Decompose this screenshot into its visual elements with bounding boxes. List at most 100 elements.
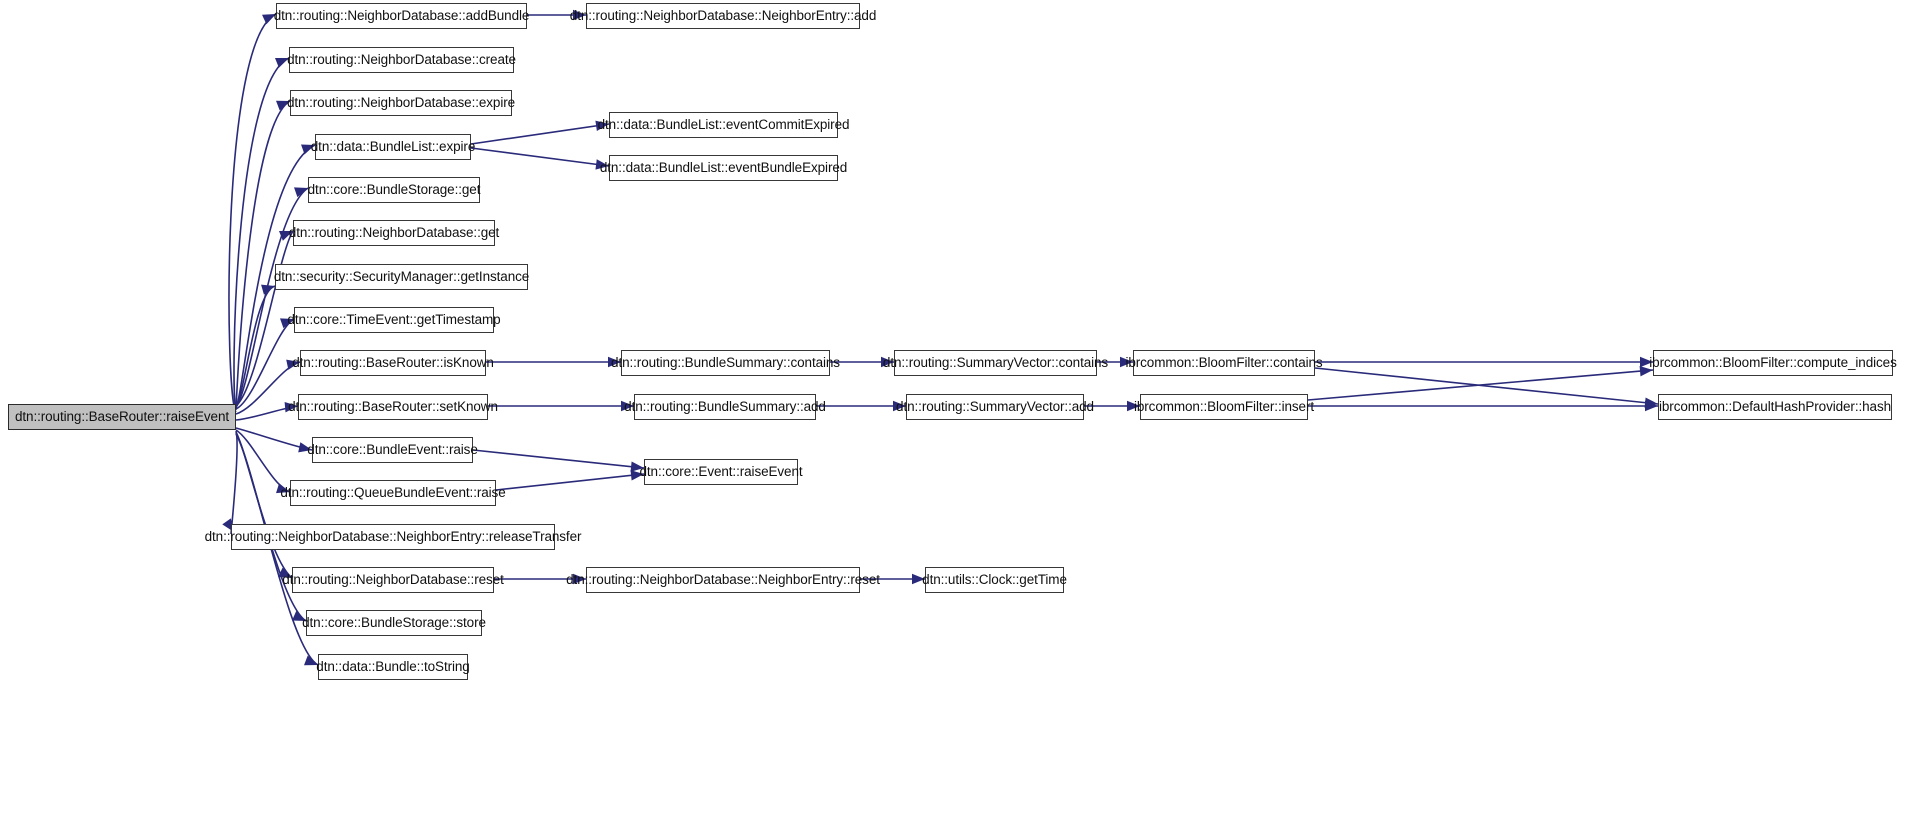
graph-node-label: dtn::data::BundleList::eventCommitExpire… bbox=[597, 117, 850, 133]
graph-node-neReset[interactable]: dtn::routing::NeighborDatabase::Neighbor… bbox=[566, 567, 880, 593]
arrowhead-icon bbox=[595, 120, 609, 131]
graph-node-commitExpired[interactable]: dtn::data::BundleList::eventCommitExpire… bbox=[598, 112, 850, 138]
arrowhead-icon bbox=[573, 9, 586, 21]
graph-node-label: dtn::routing::BaseRouter::isKnown bbox=[292, 355, 494, 371]
graph-node-clockGetTime[interactable]: dtn::utils::Clock::getTime bbox=[922, 567, 1067, 593]
arrowhead-icon bbox=[630, 461, 644, 472]
graph-node-label: dtn::core::TimeEvent::getTimestamp bbox=[287, 312, 501, 328]
graph-node-beRaise[interactable]: dtn::core::BundleEvent::raise bbox=[307, 437, 478, 463]
graph-node-bsGet[interactable]: dtn::core::BundleStorage::get bbox=[308, 177, 480, 203]
graph-node-evRaiseEvent[interactable]: dtn::core::Event::raiseEvent bbox=[639, 459, 803, 485]
arrowhead-icon bbox=[595, 159, 609, 170]
call-edge-root-to-ndGet bbox=[235, 230, 294, 407]
graph-node-bsStore[interactable]: dtn::core::BundleStorage::store bbox=[302, 610, 486, 636]
arrowhead-icon bbox=[1640, 356, 1653, 368]
graph-node-label: dtn::routing::NeighborDatabase::reset bbox=[282, 572, 504, 588]
graph-node-label: dtn::data::BundleList::expire bbox=[310, 139, 476, 155]
graph-node-label: dtn::core::BundleStorage::store bbox=[302, 615, 486, 631]
arrowhead-icon bbox=[1127, 400, 1140, 412]
graph-node-svAdd[interactable]: dtn::routing::SummaryVector::add bbox=[896, 394, 1094, 420]
graph-node-releaseTransfer[interactable]: dtn::routing::NeighborDatabase::Neighbor… bbox=[205, 524, 581, 550]
call-edge-expireBL-to-bundleExpired bbox=[470, 147, 610, 167]
arrowhead-icon bbox=[573, 573, 586, 585]
arrowhead-icon bbox=[912, 573, 925, 585]
call-edge-root-to-qbeRaise bbox=[235, 429, 291, 493]
arrowhead-icon bbox=[630, 470, 644, 481]
graph-node-qbeRaise[interactable]: dtn::routing::QueueBundleEvent::raise bbox=[280, 480, 506, 506]
graph-node-label: dtn::routing::NeighborDatabase::Neighbor… bbox=[204, 529, 582, 545]
graph-node-neAdd[interactable]: dtn::routing::NeighborDatabase::Neighbor… bbox=[570, 3, 876, 29]
call-edge-root-to-create bbox=[233, 57, 290, 411]
graph-node-label: ibrcommon::DefaultHashProvider::hash bbox=[1659, 399, 1892, 415]
arrowhead-icon bbox=[621, 400, 634, 412]
graph-node-bsContains[interactable]: dtn::routing::BundleSummary::contains bbox=[611, 350, 840, 376]
call-edge-beRaise-to-evRaiseEvent bbox=[472, 449, 645, 469]
graph-node-label: dtn::security::SecurityManager::getInsta… bbox=[273, 269, 530, 285]
graph-node-label: dtn::routing::BaseRouter::setKnown bbox=[288, 399, 498, 415]
arrowhead-icon bbox=[1645, 400, 1658, 412]
graph-node-computeIndices[interactable]: ibrcommon::BloomFilter::compute_indices bbox=[1649, 350, 1897, 376]
graph-node-bsAdd[interactable]: dtn::routing::BundleSummary::add bbox=[624, 394, 826, 420]
graph-node-label: dtn::routing::NeighborDatabase::Neighbor… bbox=[566, 572, 880, 588]
graph-node-label: dtn::routing::NeighborDatabase::expire bbox=[286, 95, 516, 111]
arrowhead-icon bbox=[1120, 356, 1133, 368]
graph-node-label: dtn::routing::BundleSummary::contains bbox=[611, 355, 840, 371]
graph-node-bfInsert[interactable]: ibrcommon::BloomFilter::insert bbox=[1134, 394, 1314, 420]
graph-node-isKnown[interactable]: dtn::routing::BaseRouter::isKnown bbox=[292, 350, 494, 376]
arrowhead-icon bbox=[1644, 397, 1658, 408]
call-edge-root-to-setKnown bbox=[235, 405, 299, 421]
graph-node-root[interactable]: dtn::routing::BaseRouter::raiseEvent bbox=[8, 404, 236, 430]
graph-node-create[interactable]: dtn::routing::NeighborDatabase::create bbox=[287, 47, 516, 73]
graph-node-label: dtn::routing::NeighborDatabase::addBundl… bbox=[273, 8, 530, 24]
call-edge-qbeRaise-to-evRaiseEvent bbox=[495, 473, 645, 491]
graph-node-ndReset[interactable]: dtn::routing::NeighborDatabase::reset bbox=[282, 567, 504, 593]
graph-node-label: dtn::data::Bundle::toString bbox=[316, 659, 470, 675]
graph-node-getTimestamp[interactable]: dtn::core::TimeEvent::getTimestamp bbox=[287, 307, 501, 333]
call-edge-root-to-ndReset bbox=[235, 431, 293, 579]
call-edge-expireBL-to-commitExpired bbox=[470, 123, 610, 145]
graph-node-label: dtn::core::Event::raiseEvent bbox=[639, 464, 803, 480]
call-edge-root-to-releaseTransfer bbox=[230, 430, 238, 535]
graph-node-label: ibrcommon::BloomFilter::compute_indices bbox=[1649, 355, 1897, 371]
graph-node-label: dtn::routing::NeighborDatabase::Neighbor… bbox=[569, 8, 877, 24]
graph-node-label: dtn::routing::QueueBundleEvent::raise bbox=[280, 485, 506, 501]
graph-node-label: dtn::routing::BundleSummary::add bbox=[624, 399, 826, 415]
graph-node-label: dtn::routing::NeighborDatabase::get bbox=[288, 225, 500, 241]
call-edge-root-to-addBundle bbox=[228, 13, 277, 413]
call-edge-root-to-getTimestamp bbox=[235, 318, 295, 410]
arrowhead-icon bbox=[298, 442, 312, 453]
arrowhead-icon bbox=[284, 401, 298, 413]
call-edge-bfContains-to-hash bbox=[1314, 367, 1659, 405]
arrowhead-icon bbox=[893, 400, 906, 412]
arrowhead-icon bbox=[881, 356, 894, 368]
graph-node-svContains[interactable]: dtn::routing::SummaryVector::contains bbox=[883, 350, 1108, 376]
graph-node-expireBL[interactable]: dtn::data::BundleList::expire bbox=[311, 134, 475, 160]
graph-node-label: dtn::routing::SummaryVector::contains bbox=[882, 355, 1109, 371]
call-edge-root-to-expireND bbox=[235, 100, 291, 410]
graph-node-getInstance[interactable]: dtn::security::SecurityManager::getInsta… bbox=[274, 264, 529, 290]
call-edge-root-to-isKnown bbox=[235, 361, 301, 415]
graph-node-hash[interactable]: ibrcommon::DefaultHashProvider::hash bbox=[1658, 394, 1892, 420]
graph-node-toString[interactable]: dtn::data::Bundle::toString bbox=[316, 654, 470, 680]
call-edge-root-to-beRaise bbox=[235, 427, 313, 451]
call-edge-bfInsert-to-computeIndices bbox=[1307, 369, 1654, 401]
graph-node-setKnown[interactable]: dtn::routing::BaseRouter::setKnown bbox=[288, 394, 498, 420]
graph-node-expireND[interactable]: dtn::routing::NeighborDatabase::expire bbox=[287, 90, 515, 116]
graph-node-label: dtn::routing::NeighborDatabase::create bbox=[287, 52, 516, 68]
graph-node-bundleExpired[interactable]: dtn::data::BundleList::eventBundleExpire… bbox=[600, 155, 847, 181]
graph-node-label: dtn::routing::SummaryVector::add bbox=[896, 399, 1094, 415]
graph-node-label: ibrcommon::BloomFilter::contains bbox=[1125, 355, 1323, 371]
call-edge-root-to-getInstance bbox=[235, 285, 276, 406]
graph-node-label: dtn::data::BundleList::eventBundleExpire… bbox=[599, 160, 848, 176]
graph-node-label: dtn::core::BundleEvent::raise bbox=[307, 442, 478, 458]
arrowhead-icon bbox=[608, 356, 621, 368]
graph-node-ndGet[interactable]: dtn::routing::NeighborDatabase::get bbox=[289, 220, 499, 246]
arrowhead-icon bbox=[1639, 365, 1653, 377]
graph-node-label: dtn::core::BundleStorage::get bbox=[307, 182, 481, 198]
graph-node-bfContains[interactable]: ibrcommon::BloomFilter::contains bbox=[1125, 350, 1323, 376]
graph-node-label: dtn::routing::BaseRouter::raiseEvent bbox=[14, 409, 230, 425]
graph-node-addBundle[interactable]: dtn::routing::NeighborDatabase::addBundl… bbox=[274, 3, 529, 29]
arrowhead-icon bbox=[286, 359, 300, 370]
